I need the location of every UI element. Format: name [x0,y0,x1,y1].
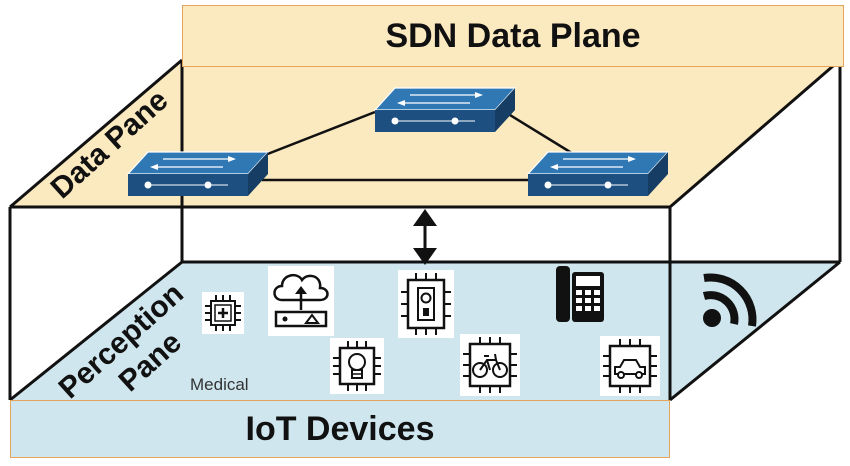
box-outline [8,58,842,402]
network-switch-icon [374,87,516,133]
sensor-chip-icon [398,270,454,338]
medical-chip-icon [202,292,244,334]
switch-links [262,110,576,182]
car-chip-icon [600,336,660,396]
bicycle-chip-icon [460,334,520,396]
bidirectional-arrow-icon [413,209,437,265]
medical-label: Medical [190,375,249,394]
wifi-signal-icon [702,273,757,327]
desk-phone-icon [556,266,604,322]
network-switch-icon [527,151,669,197]
lightbulb-chip-icon [330,338,384,394]
cloud-upload-icon [268,266,334,336]
iot-devices-banner: IoT Devices [10,400,670,458]
network-switch-icon [127,151,269,197]
sdn-data-plane-banner: SDN Data Plane [182,5,844,67]
